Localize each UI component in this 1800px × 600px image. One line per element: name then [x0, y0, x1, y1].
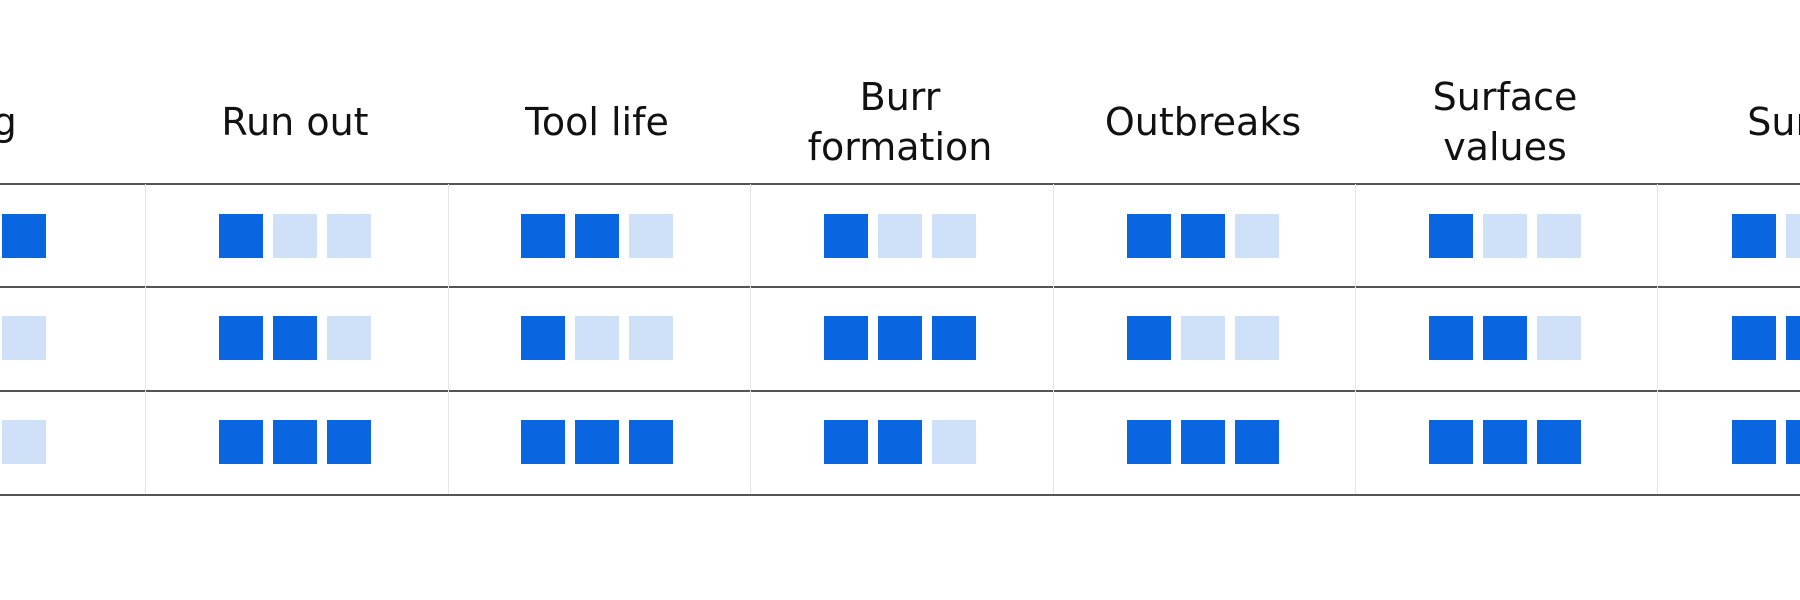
column-header: Burr formation	[807, 75, 993, 169]
rating-square-empty	[932, 214, 976, 258]
rating-square-filled	[1732, 420, 1776, 464]
rating-square-empty	[1181, 316, 1225, 360]
rating-square-empty	[1786, 214, 1800, 258]
rating-square-filled	[1786, 420, 1800, 464]
rating-square-empty	[629, 316, 673, 360]
column-separator	[448, 184, 449, 494]
rating-square-filled	[327, 420, 371, 464]
rating-square-filled	[1181, 214, 1225, 258]
rating-square-filled	[521, 214, 565, 258]
row-rule	[0, 494, 1800, 496]
rating-square-filled	[575, 420, 619, 464]
rating-square-filled	[2, 214, 46, 258]
column-header: Tool life	[525, 100, 669, 144]
rating-square-empty	[629, 214, 673, 258]
rating-square-filled	[1235, 420, 1279, 464]
rating-square-filled	[575, 214, 619, 258]
rating-square-empty	[932, 420, 976, 464]
rating-square-filled	[878, 316, 922, 360]
column-header: Surfac	[1747, 100, 1800, 144]
rating-square-filled	[1429, 420, 1473, 464]
rating-square-filled	[1537, 420, 1581, 464]
rating-square-empty	[2, 316, 46, 360]
rating-square-filled	[824, 316, 868, 360]
rating-square-empty	[1235, 316, 1279, 360]
column-separator	[1053, 184, 1054, 494]
rating-square-empty	[273, 214, 317, 258]
header-rule	[0, 183, 1800, 185]
rating-square-filled	[629, 420, 673, 464]
rating-square-empty	[1235, 214, 1279, 258]
rating-square-filled	[932, 316, 976, 360]
rating-square-filled	[219, 214, 263, 258]
rating-square-filled	[1127, 214, 1171, 258]
column-header: Surface values	[1432, 75, 1578, 169]
column-separator	[1355, 184, 1356, 494]
column-header: Run out	[221, 100, 369, 144]
row-rule	[0, 390, 1800, 392]
rating-square-empty	[327, 316, 371, 360]
column-header: Outbreaks	[1104, 100, 1302, 144]
rating-square-filled	[1483, 420, 1527, 464]
rating-square-filled	[1786, 316, 1800, 360]
rating-square-filled	[521, 420, 565, 464]
rating-square-filled	[1483, 316, 1527, 360]
rating-square-filled	[824, 420, 868, 464]
row-rule	[0, 286, 1800, 288]
rating-square-filled	[1127, 420, 1171, 464]
rating-square-filled	[1429, 214, 1473, 258]
rating-square-filled	[1181, 420, 1225, 464]
rating-square-filled	[219, 316, 263, 360]
rating-square-filled	[1127, 316, 1171, 360]
column-separator	[145, 184, 146, 494]
column-separator	[750, 184, 751, 494]
rating-square-empty	[1537, 214, 1581, 258]
rating-square-empty	[878, 214, 922, 258]
rating-square-filled	[219, 420, 263, 464]
column-header: dling	[0, 100, 17, 144]
rating-square-empty	[2, 420, 46, 464]
column-separator	[1657, 184, 1658, 494]
rating-square-filled	[878, 420, 922, 464]
rating-square-filled	[1732, 214, 1776, 258]
rating-square-filled	[1732, 316, 1776, 360]
rating-square-empty	[1483, 214, 1527, 258]
rating-square-filled	[824, 214, 868, 258]
rating-square-empty	[1537, 316, 1581, 360]
rating-square-empty	[327, 214, 371, 258]
rating-square-filled	[273, 420, 317, 464]
rating-square-empty	[575, 316, 619, 360]
rating-square-filled	[273, 316, 317, 360]
rating-square-filled	[521, 316, 565, 360]
rating-square-filled	[1429, 316, 1473, 360]
